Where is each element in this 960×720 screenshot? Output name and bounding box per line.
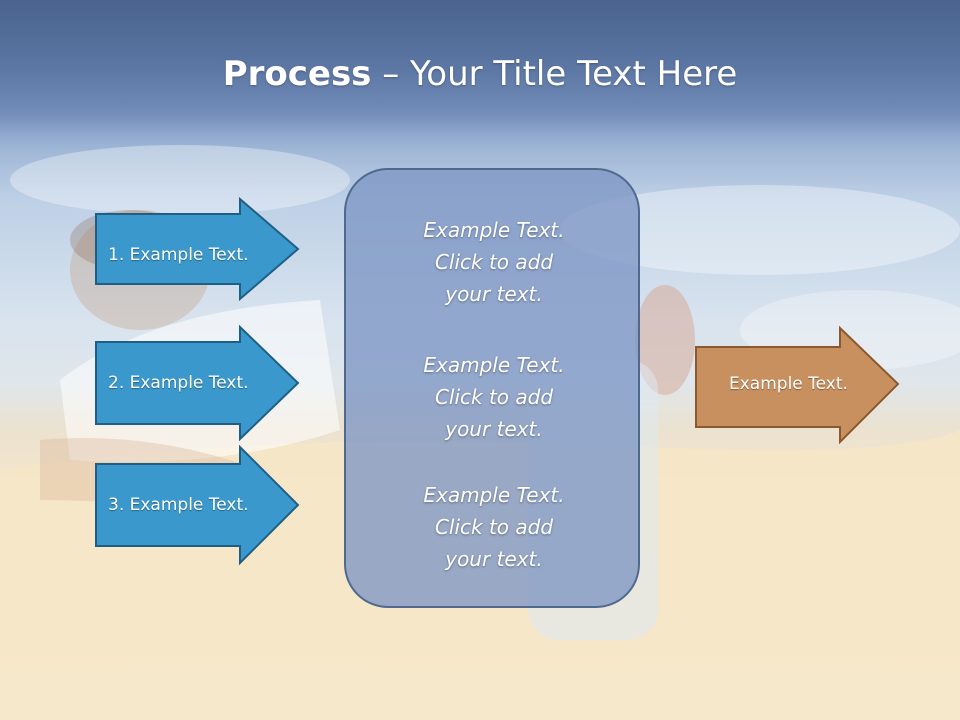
step-arrow-3-label: 3. Example Text. bbox=[108, 495, 249, 515]
step-arrow-3[interactable]: 3. Example Text. bbox=[95, 444, 300, 566]
hand bbox=[635, 285, 695, 395]
step-arrow-1-shape bbox=[95, 196, 300, 302]
output-arrow-label: Example Text. bbox=[729, 374, 848, 394]
center-text-3-line-3: your text. bbox=[445, 547, 543, 571]
center-text-1-line-1: Example Text. bbox=[423, 218, 565, 242]
step-arrow-1[interactable]: 1. Example Text. bbox=[95, 196, 300, 302]
center-text-3-line-2: Click to add bbox=[434, 515, 554, 539]
output-arrow[interactable]: Example Text. bbox=[695, 325, 900, 445]
step-arrow-1-label: 1. Example Text. bbox=[108, 245, 249, 265]
center-text-block-3: Example Text. Click to add your text. bbox=[346, 479, 642, 575]
center-text-1-line-2: Click to add bbox=[434, 250, 554, 274]
title-band bbox=[0, 0, 960, 135]
center-text-block-1: Example Text. Click to add your text. bbox=[346, 214, 642, 310]
center-text-2-line-2: Click to add bbox=[434, 385, 554, 409]
center-text-box[interactable]: Example Text. Click to add your text. Ex… bbox=[344, 168, 640, 608]
output-arrow-shape bbox=[695, 325, 900, 445]
title-bold-part: Process bbox=[222, 54, 372, 94]
step-arrow-2-label: 2. Example Text. bbox=[108, 373, 249, 393]
step-arrow-3-shape bbox=[95, 444, 300, 566]
title-rest-part: – Your Title Text Here bbox=[371, 54, 738, 94]
slide-title: Process – Your Title Text Here bbox=[0, 52, 960, 96]
center-text-2-line-1: Example Text. bbox=[423, 353, 565, 377]
center-text-2-line-3: your text. bbox=[445, 417, 543, 441]
center-text-block-2: Example Text. Click to add your text. bbox=[346, 349, 642, 445]
center-text-1-line-3: your text. bbox=[445, 282, 543, 306]
step-arrow-2-shape bbox=[95, 324, 300, 442]
step-arrow-2[interactable]: 2. Example Text. bbox=[95, 324, 300, 442]
center-text-3-line-1: Example Text. bbox=[423, 483, 565, 507]
